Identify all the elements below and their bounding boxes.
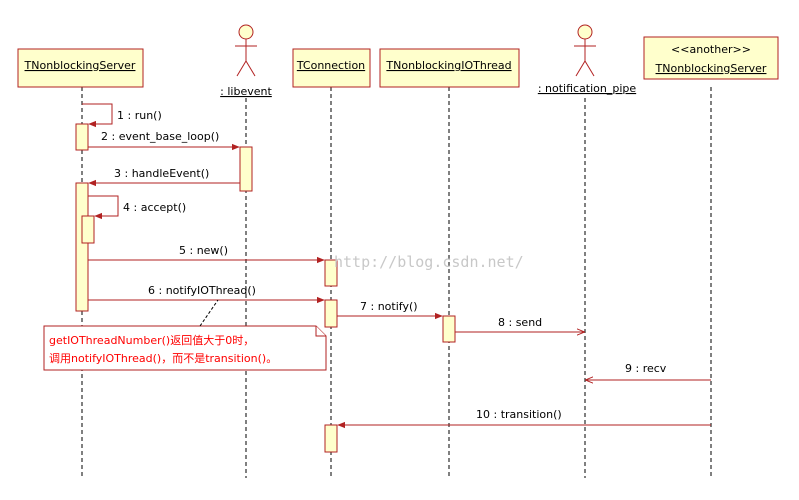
object-server-label: TNonblockingServer	[24, 59, 136, 72]
actor-pipe-icon	[574, 24, 596, 77]
object-io-thread-label: TNonblockingIOThread	[385, 59, 511, 72]
actor-libevent-icon	[235, 24, 257, 77]
actor-libevent-label: : libevent	[220, 85, 272, 98]
message-2-label: 2 : event_base_loop()	[101, 130, 219, 143]
activation-connection-1	[324, 259, 338, 287]
object-connection-label: TConnection	[296, 59, 365, 72]
message-6-label: 6 : notifyIOThread()	[148, 284, 256, 297]
message-1-arrow	[82, 103, 113, 128]
message-7-label: 7 : notify()	[360, 300, 418, 313]
note-connector	[199, 299, 219, 327]
message-4-arrow	[88, 195, 119, 220]
message-3-label: 3 : handleEvent()	[114, 167, 209, 180]
note: getIOThreadNumber()返回值大于0时， 调用notifyIOTh…	[43, 299, 327, 371]
note-line-2: 调用notifyIOThread()，而不是transition()。	[49, 352, 277, 365]
message-5-label: 5 : new()	[179, 244, 228, 257]
object-connection[interactable]: TConnection	[292, 48, 371, 88]
activation-connection-2	[324, 299, 338, 328]
activation-server-3	[81, 215, 95, 244]
activation-connection-3	[324, 424, 338, 453]
message-9-label: 9 : recv	[625, 362, 667, 375]
object-server[interactable]: TNonblockingServer	[17, 48, 144, 88]
message-10-label: 10 : transition()	[476, 408, 562, 421]
message-1-label: 1 : run()	[117, 109, 162, 122]
activation-server-2	[75, 182, 89, 312]
note-line-1: getIOThreadNumber()返回值大于0时，	[49, 333, 254, 347]
message-8-label: 8 : send	[498, 316, 542, 329]
object-another-server[interactable]: <<another>> TNonblockingServer	[643, 36, 779, 80]
object-io-thread[interactable]: TNonblockingIOThread	[379, 48, 520, 88]
activation-server-1	[75, 123, 89, 151]
activation-io-thread	[442, 315, 456, 343]
actor-pipe-label: : notification_pipe	[538, 82, 637, 95]
message-4-label: 4 : accept()	[123, 201, 186, 214]
object-another-label: TNonblockingServer	[655, 62, 767, 75]
object-another-stereotype: <<another>>	[671, 43, 751, 56]
watermark: http://blog.csdn.net/	[334, 253, 524, 271]
activation-libevent	[239, 146, 253, 192]
